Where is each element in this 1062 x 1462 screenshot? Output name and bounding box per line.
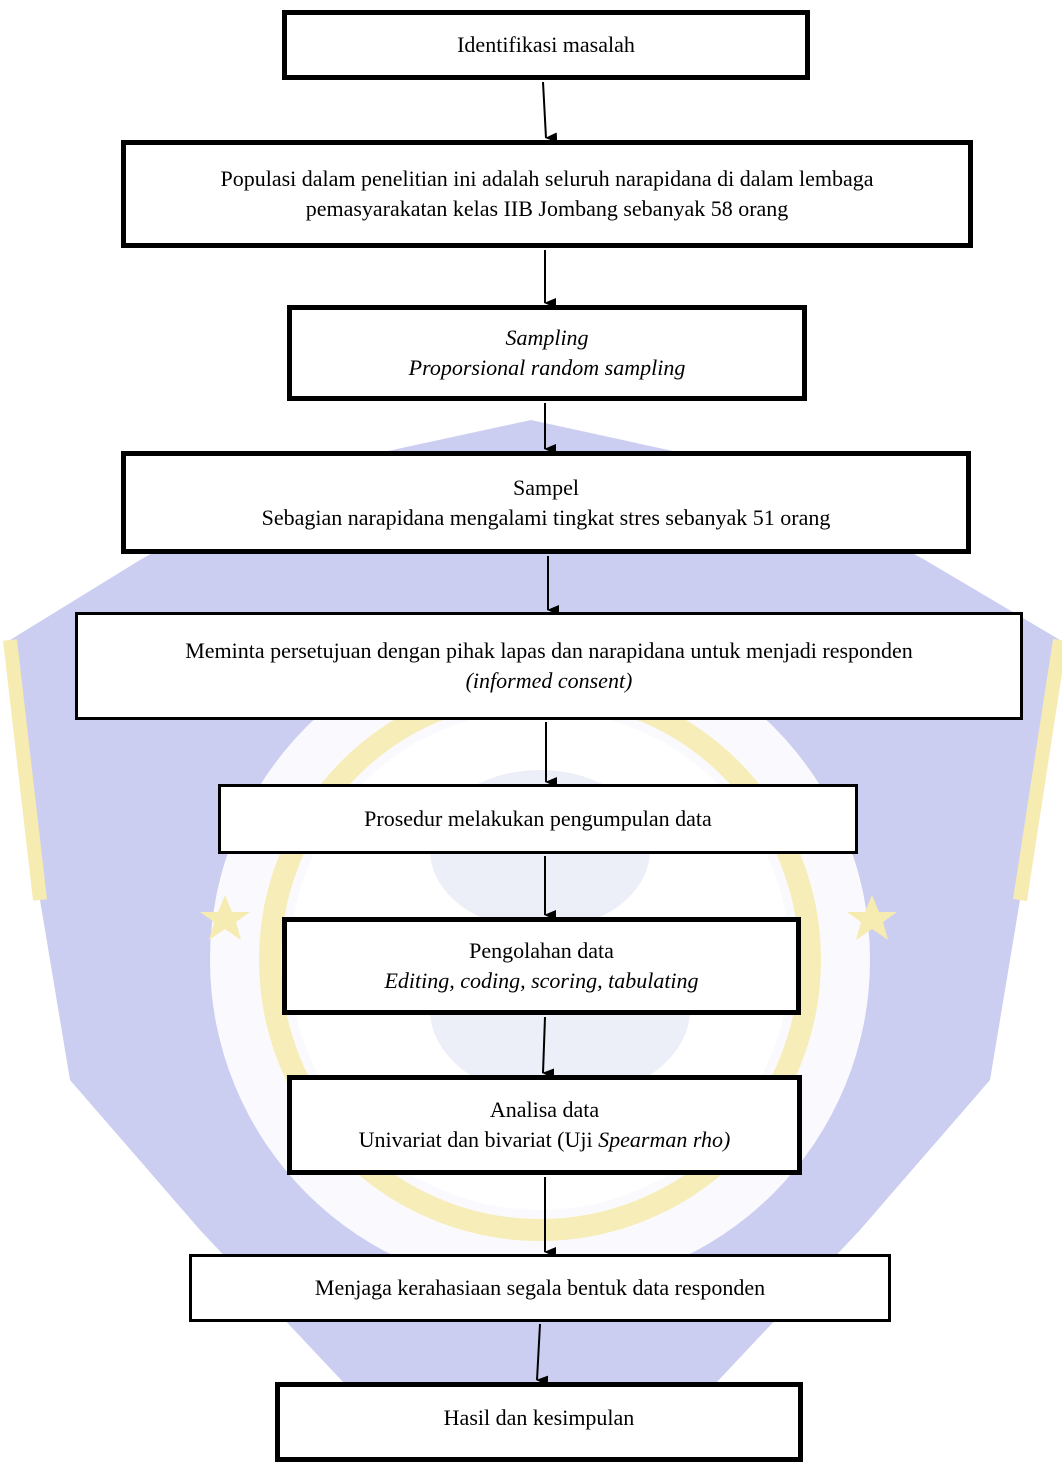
step-menjaga: Menjaga kerahasiaan segala bentuk data r…	[189, 1254, 891, 1322]
step-analisa-line2: Univariat dan bivariat (Uji Spearman rho…	[359, 1125, 731, 1155]
step-hasil-text: Hasil dan kesimpulan	[443, 1405, 635, 1430]
step-sampling-line2: Proporsional random sampling	[408, 355, 686, 380]
step-analisa-line1: Analisa data	[489, 1097, 600, 1122]
step-populasi-line1: Populasi dalam penelitian ini adalah sel…	[220, 166, 874, 191]
step-sampel-line2: Sebagian narapidana mengalami tingkat st…	[261, 504, 831, 530]
watermark-star-left	[200, 895, 250, 940]
step-persetujuan-line2: (informed consent)	[465, 668, 633, 693]
arrow-7	[542, 1016, 555, 1079]
step-sampling: Sampling Proporsional random sampling	[287, 305, 807, 401]
arrow-9	[536, 1323, 549, 1386]
step-menjaga-text: Menjaga kerahasiaan segala bentuk data r…	[314, 1275, 766, 1300]
step-analisa-line2-normal: Univariat dan bivariat (Uji	[358, 1127, 599, 1152]
arrow-1	[542, 81, 558, 143]
step-persetujuan: Meminta persetujuan dengan pihak lapas d…	[75, 612, 1023, 720]
step-populasi: Populasi dalam penelitian ini adalah sel…	[121, 140, 973, 248]
step-pengolahan: Pengolahan data Editing, coding, scoring…	[282, 917, 801, 1015]
step-prosedur: Prosedur melakukan pengumpulan data	[218, 784, 858, 854]
step-sampel-line1: Sampel	[513, 474, 579, 500]
watermark-star-right	[847, 895, 897, 940]
step-persetujuan-line1: Meminta persetujuan dengan pihak lapas d…	[185, 638, 913, 663]
step-prosedur-text: Prosedur melakukan pengumpulan data	[364, 806, 712, 831]
step-identifikasi-text: Identifikasi masalah	[457, 32, 635, 57]
step-identifikasi-masalah: Identifikasi masalah	[282, 10, 810, 80]
step-sampling-line1: Sampling	[505, 325, 589, 350]
step-pengolahan-line2: Editing, coding, scoring, tabulating	[384, 968, 699, 993]
step-analisa: Analisa data Univariat dan bivariat (Uji…	[287, 1075, 802, 1175]
watermark-yellow-edge	[3, 638, 1062, 902]
step-analisa-line2-italic: Spearman rho)	[598, 1127, 731, 1152]
step-populasi-line2: pemasyarakatan kelas IIB Jombang sebanya…	[305, 196, 789, 221]
step-pengolahan-line1: Pengolahan data	[469, 938, 614, 963]
